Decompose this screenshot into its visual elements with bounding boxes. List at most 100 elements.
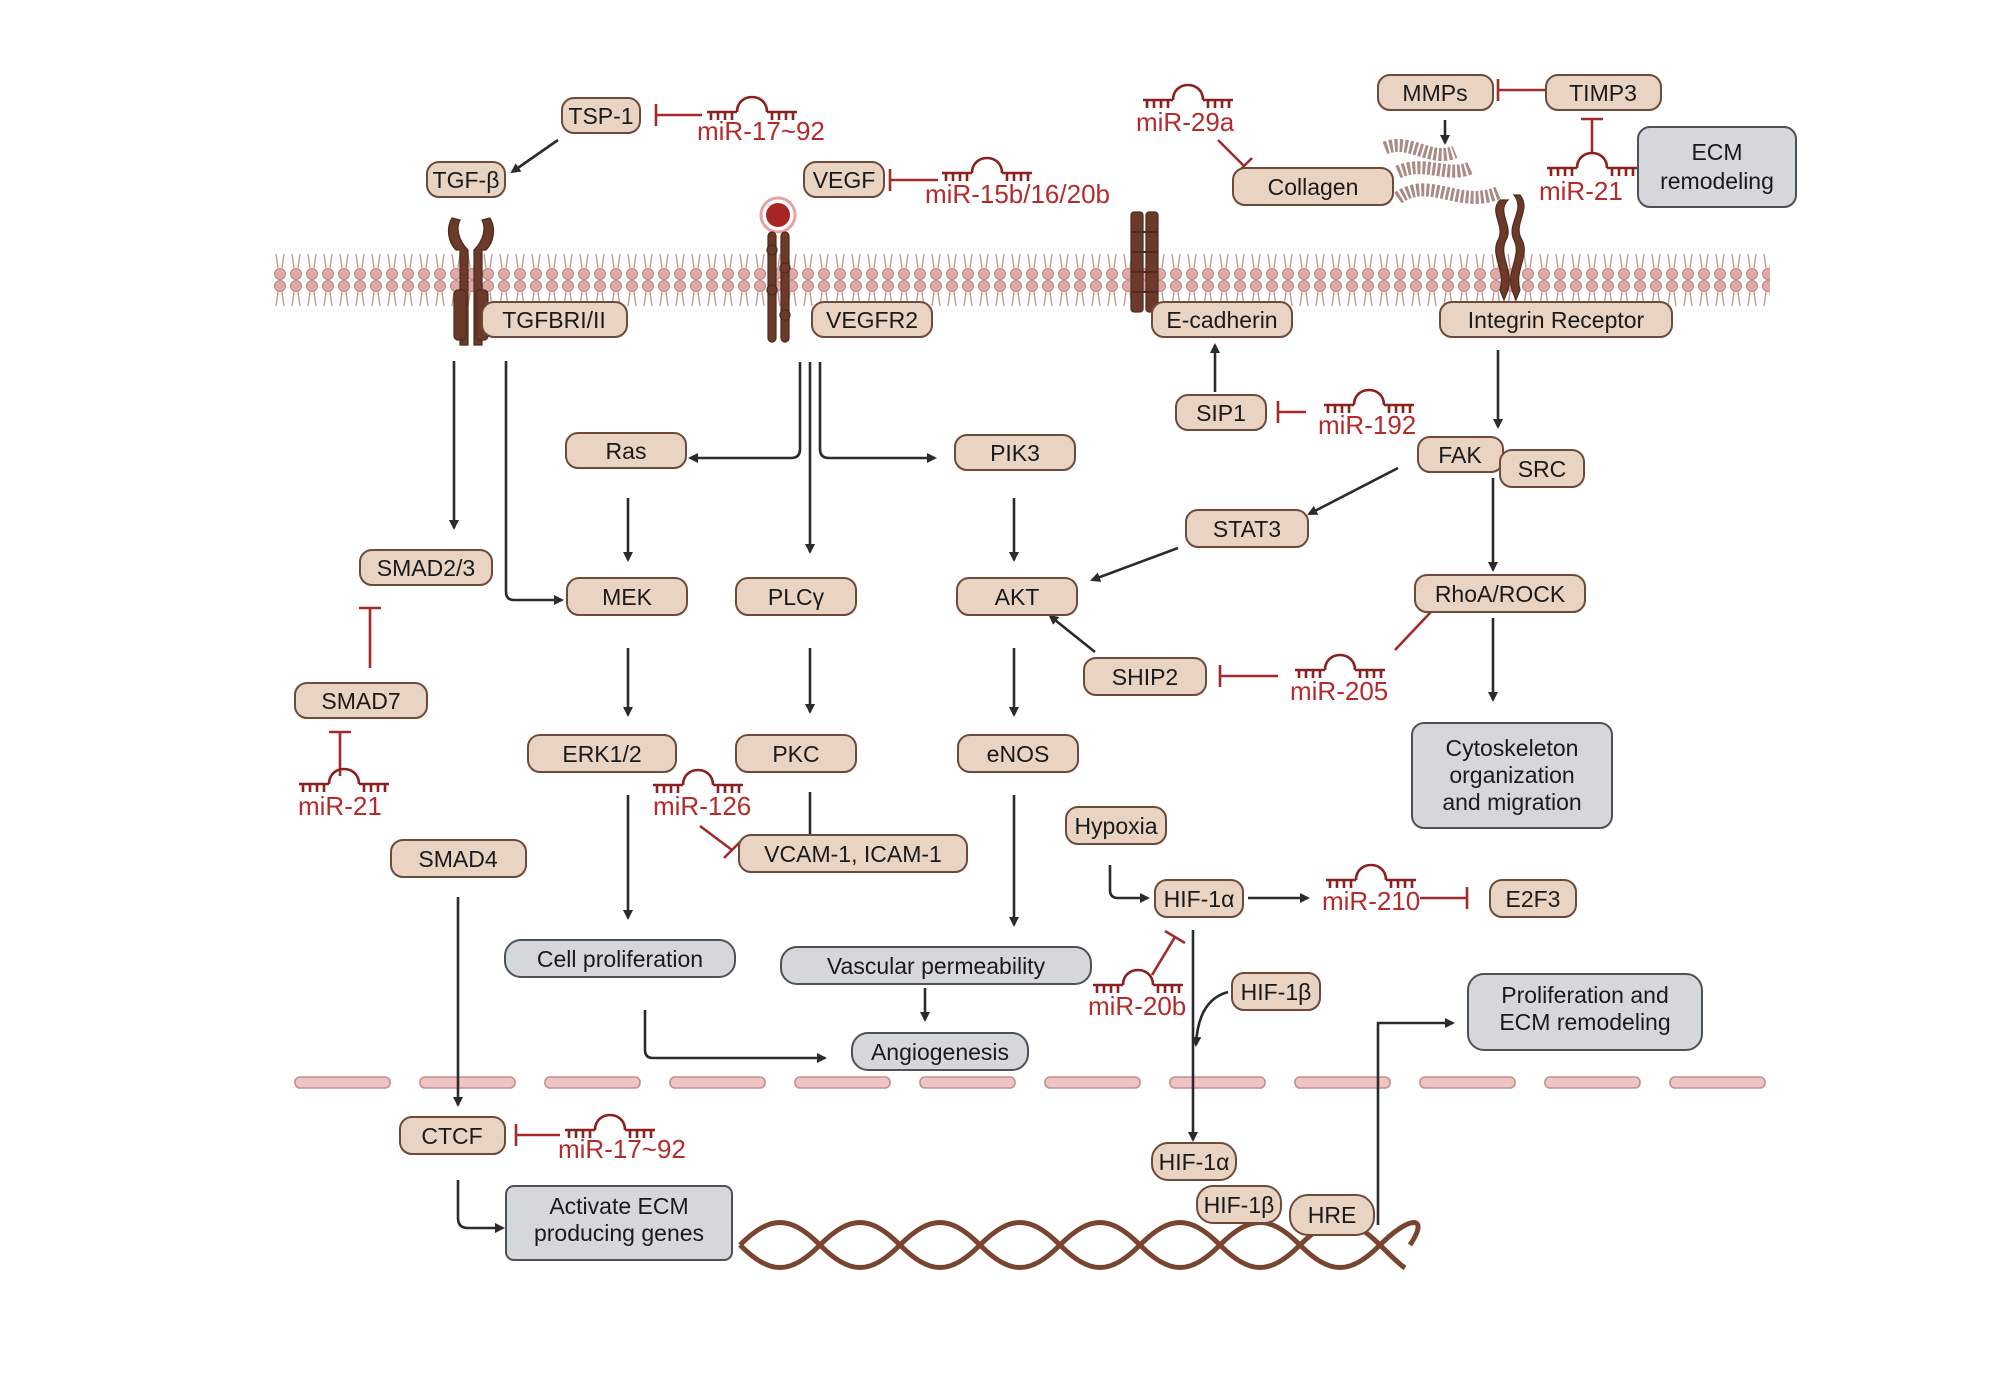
outcome-activate-ecm-line2: producing genes [534, 1220, 704, 1246]
node-fak: FAK [1417, 436, 1504, 473]
ecadherin-receptor-icon [1130, 211, 1159, 313]
outcome-activate-ecm: Activate ECM producing genes [505, 1185, 733, 1261]
node-smad4-label: SMAD4 [418, 846, 497, 872]
activation-arrows [449, 120, 1503, 1233]
node-vegfr2: VEGFR2 [811, 301, 933, 338]
outcome-ecm-remodeling: ECM remodeling [1637, 126, 1797, 208]
node-smad7-label: SMAD7 [321, 688, 400, 714]
node-akt-label: AKT [995, 584, 1040, 610]
node-tsp1-label: TSP-1 [568, 103, 633, 129]
outcome-proliferation-ecm-line1: Proliferation and [1501, 982, 1669, 1008]
outcome-angiogenesis: Angiogenesis [851, 1032, 1029, 1071]
node-ras: Ras [565, 432, 687, 469]
node-stat3: STAT3 [1185, 509, 1309, 548]
node-mmps: MMPs [1377, 74, 1494, 111]
integrin-receptor-icon [1495, 194, 1525, 302]
node-mek: MEK [566, 577, 688, 616]
node-vegf-label: VEGF [813, 167, 876, 193]
node-collagen-label: Collagen [1268, 174, 1359, 200]
node-hif1a-nuclear: HIF-1α [1151, 1142, 1237, 1181]
node-ras-label: Ras [606, 438, 647, 464]
node-smad23: SMAD2/3 [359, 549, 493, 586]
node-enos-label: eNOS [987, 741, 1050, 767]
node-pik3-label: PIK3 [990, 440, 1040, 466]
node-tgfbr: TGFBRI/II [481, 301, 628, 338]
node-src-label: SRC [1518, 456, 1567, 482]
outcome-ecm-remodeling-line1: ECM [1691, 139, 1742, 165]
vegfr2-receptor-icon [759, 196, 797, 343]
node-vegfr2-label: VEGFR2 [826, 307, 918, 333]
mirna-21-top: miR-21 [1539, 176, 1623, 206]
node-pik3: PIK3 [954, 434, 1076, 471]
node-rhoa-label: RhoA/ROCK [1435, 581, 1566, 607]
node-stat3-label: STAT3 [1213, 516, 1281, 542]
node-hypoxia: Hypoxia [1065, 806, 1167, 845]
node-erk: ERK1/2 [527, 734, 677, 773]
outcome-cell-proliferation: Cell proliferation [504, 939, 736, 978]
node-ecad: E-cadherin [1151, 301, 1293, 338]
node-hre: HRE [1289, 1194, 1375, 1236]
node-mek-label: MEK [602, 584, 653, 610]
mirna-205: miR-205 [1290, 676, 1388, 706]
node-plcg: PLCγ [735, 577, 857, 616]
node-ctcf-label: CTCF [421, 1123, 482, 1149]
node-enos: eNOS [957, 734, 1079, 773]
node-hif1b-label: HIF-1β [1241, 979, 1312, 1005]
node-e2f3-label: E2F3 [1506, 886, 1561, 912]
node-hif1a: HIF-1α [1154, 879, 1244, 918]
mirna-15b-16-20b: miR-15b/16/20b [925, 179, 1110, 209]
mirna-126: miR-126 [653, 791, 751, 821]
collagen-fibers-icon [1382, 139, 1503, 204]
node-tsp1: TSP-1 [561, 97, 641, 134]
outcome-proliferation-ecm: Proliferation and ECM remodeling [1467, 973, 1703, 1051]
mirna-17-92-top: miR-17~92 [697, 116, 825, 146]
node-erk-label: ERK1/2 [562, 741, 641, 767]
outcome-cytoskeleton: Cytoskeleton organization and migration [1411, 722, 1613, 829]
node-vegf: VEGF [803, 161, 885, 198]
mirna-29a: miR-29a [1136, 107, 1235, 137]
node-collagen: Collagen [1232, 167, 1394, 206]
node-smad23-label: SMAD2/3 [377, 555, 475, 581]
node-e2f3: E2F3 [1489, 879, 1577, 918]
node-tgfb: TGF-β [426, 161, 506, 198]
mirna-210: miR-210 [1322, 886, 1420, 916]
node-pkc: PKC [735, 734, 857, 773]
node-sip1-label: SIP1 [1196, 400, 1246, 426]
outcome-cell-proliferation-label: Cell proliferation [537, 946, 703, 972]
node-hre-label: HRE [1308, 1202, 1357, 1228]
node-pkc-label: PKC [772, 741, 819, 767]
node-integrin: Integrin Receptor [1439, 301, 1673, 338]
node-rhoa: RhoA/ROCK [1414, 574, 1586, 613]
nuclear-membrane [294, 1076, 1766, 1089]
outcome-vascular-permeability: Vascular permeability [780, 946, 1092, 985]
cell-membrane [270, 236, 1770, 306]
node-ship2-label: SHIP2 [1112, 664, 1178, 690]
mirna-17-92-bottom: miR-17~92 [558, 1134, 686, 1164]
node-vcam-label: VCAM-1, ICAM-1 [764, 841, 942, 867]
node-mmps-label: MMPs [1402, 80, 1467, 106]
outcome-activate-ecm-line1: Activate ECM [549, 1193, 688, 1219]
mirna-192: miR-192 [1318, 410, 1416, 440]
node-akt: AKT [956, 577, 1078, 616]
node-timp3-label: TIMP3 [1569, 80, 1637, 106]
node-hif1b-nuclear: HIF-1β [1196, 1185, 1282, 1224]
outcome-angiogenesis-label: Angiogenesis [871, 1039, 1009, 1065]
node-ctcf: CTCF [399, 1116, 506, 1155]
node-timp3: TIMP3 [1545, 74, 1662, 111]
mirna-20b: miR-20b [1088, 991, 1186, 1021]
node-sip1: SIP1 [1175, 394, 1267, 431]
outcome-cytoskeleton-line2: organization [1449, 762, 1574, 788]
outcome-cytoskeleton-line1: Cytoskeleton [1446, 735, 1579, 761]
node-tgfb-label: TGF-β [433, 167, 500, 193]
outcome-ecm-remodeling-line2: remodeling [1660, 168, 1774, 194]
node-smad4: SMAD4 [390, 839, 527, 878]
node-vcam: VCAM-1, ICAM-1 [738, 834, 968, 873]
mirna-21-left: miR-21 [298, 791, 382, 821]
node-ship2: SHIP2 [1083, 657, 1207, 696]
node-fak-label: FAK [1438, 442, 1482, 468]
node-plcg-label: PLCγ [768, 584, 825, 610]
node-smad7: SMAD7 [294, 682, 428, 719]
node-integrin-label: Integrin Receptor [1468, 307, 1645, 333]
node-hif1a-label: HIF-1α [1164, 886, 1235, 912]
